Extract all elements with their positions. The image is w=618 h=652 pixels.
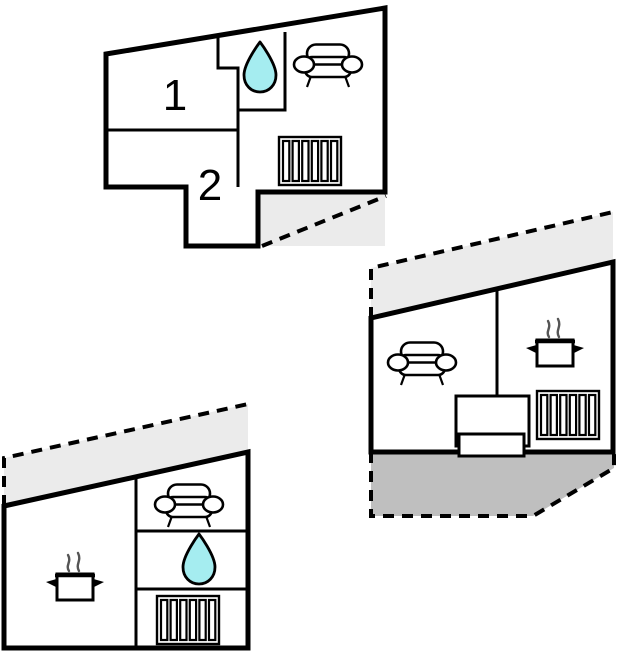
radiator-icon <box>277 135 343 187</box>
lower-dashed-roof <box>2 402 249 506</box>
radiator-icon <box>155 594 221 646</box>
upper-room-label-2: 2 <box>198 161 222 210</box>
middle-dashed-terrace <box>369 452 616 518</box>
middle-dashed-roof <box>369 210 614 318</box>
upper-room-label-1: 1 <box>163 71 187 120</box>
lower-roof-shade <box>4 404 248 506</box>
radiator-icon <box>535 389 601 441</box>
upper-partition-bath-right <box>238 32 287 112</box>
upper-partition-bath <box>216 36 240 187</box>
middle-roof-shade <box>371 212 613 318</box>
lower-floor-plan <box>1 402 251 651</box>
upper-floor-plan: 1 2 <box>103 5 388 249</box>
middle-floor-plan <box>368 210 616 518</box>
middle-bay-lower <box>457 432 526 458</box>
middle-terrace-shade <box>371 452 614 516</box>
upper-dashed-edge <box>261 194 387 248</box>
